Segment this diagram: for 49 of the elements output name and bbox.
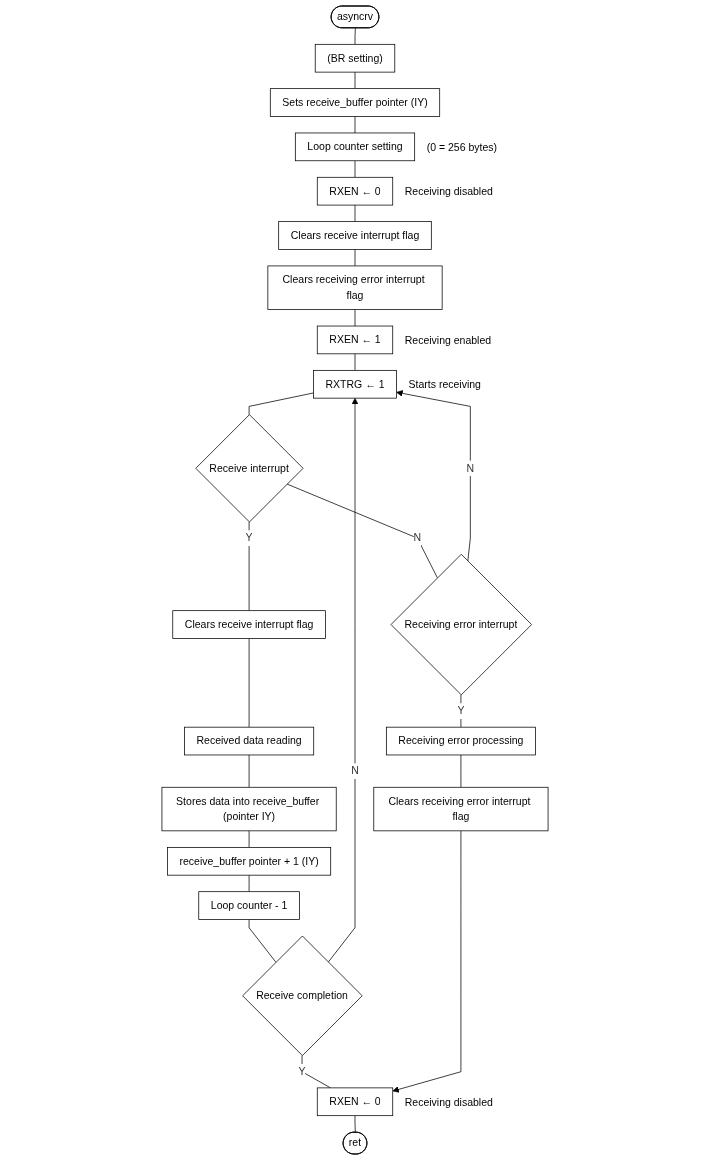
- node-box: Receiving error processing: [385, 726, 536, 756]
- connector: [354, 71, 356, 89]
- node-box: RXEN ← 1: [316, 325, 394, 355]
- connector: [354, 160, 356, 178]
- connector: [248, 521, 250, 612]
- connector: [354, 249, 356, 267]
- node-box: RXTRG ← 1: [313, 369, 397, 399]
- node-box: Clears receive interrupt flag: [278, 221, 432, 250]
- connector: [248, 919, 277, 963]
- connector: [354, 204, 356, 222]
- edge-label: N: [466, 461, 475, 474]
- node-diamond: Receiving error interrupt: [390, 553, 532, 696]
- note-text: Receiving disabled: [404, 1095, 493, 1108]
- node-box: Clears receiving error interrupt flag: [267, 265, 443, 310]
- connector: [301, 1055, 331, 1089]
- note-text: Receiving enabled: [404, 333, 492, 346]
- node-box: Received data reading: [184, 726, 315, 756]
- node-box: Stores data into receive_buffer (pointer IY): [161, 786, 337, 832]
- note-text: Starts receiving: [408, 378, 481, 390]
- connector: [354, 27, 356, 45]
- connector: [248, 874, 250, 893]
- edge-label: Y: [457, 704, 465, 717]
- edge-label: Y: [245, 531, 253, 544]
- node-diamond: Receive interrupt: [195, 414, 304, 523]
- node-box: Sets receive_buffer pointer (IY): [269, 88, 441, 117]
- connector: [354, 353, 356, 371]
- node-diamond: Receive completion: [242, 935, 363, 1056]
- connector: [286, 483, 438, 579]
- node-box: (BR setting): [314, 43, 396, 73]
- node-box: RXEN ← 0: [316, 176, 394, 206]
- connector: [248, 638, 250, 728]
- node-box: Loop counter - 1: [198, 891, 300, 920]
- edge-label: N: [351, 764, 359, 777]
- node-box: Clears receiving error interrupt flag: [373, 786, 549, 832]
- node-box: RXEN ← 0: [316, 1087, 394, 1117]
- node-box: receive_buffer pointer + 1 (IY): [167, 847, 332, 876]
- note-text: (0 = 256 bytes): [426, 140, 498, 153]
- connector: [248, 392, 314, 416]
- connector: [248, 754, 250, 788]
- edge-label: N: [413, 531, 422, 544]
- node-box: Loop counter setting: [294, 132, 416, 162]
- connector: [354, 116, 356, 134]
- connector: [460, 754, 462, 788]
- connector: [248, 830, 250, 848]
- edge-label: Y: [298, 1065, 306, 1078]
- connector: [354, 309, 356, 327]
- connector: [354, 1115, 356, 1133]
- node-box: Clears receive interrupt flag: [172, 610, 326, 639]
- note-text: Receiving disabled: [404, 184, 493, 197]
